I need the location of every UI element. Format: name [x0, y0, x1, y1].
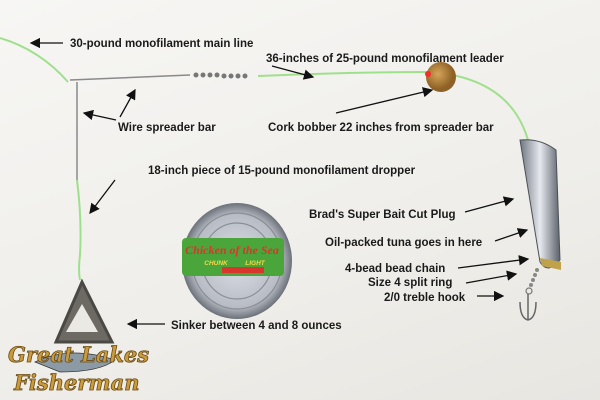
- treble-hook: [519, 294, 537, 321]
- bobber-peg: [425, 71, 431, 77]
- label-cork-bobber: Cork bobber 22 inches from spreader bar: [268, 122, 494, 134]
- arrow-cork: [335, 87, 434, 114]
- tuna-can: Chicken of the Sea CHUNK LIGHT: [182, 203, 292, 319]
- cut-plug-lure: [519, 139, 561, 270]
- arrow-tuna: [494, 228, 529, 242]
- logo-line-2: Fisherman: [13, 370, 140, 395]
- label-leader: 36-inches of 25-pound monofilament leade…: [266, 53, 504, 65]
- can-light: LIGHT: [245, 260, 266, 267]
- swivel-beads: [193, 72, 248, 79]
- label-dropper: 18-inch piece of 15-pound monofilament d…: [148, 165, 416, 177]
- sinker: [53, 278, 115, 344]
- label-split-ring: Size 4 split ring: [368, 277, 452, 289]
- arrow-plug: [464, 196, 515, 213]
- split-ring: [525, 287, 533, 295]
- label-sinker: Sinker between 4 and 8 ounces: [171, 320, 342, 332]
- label-treble-hook: 2/0 treble hook: [384, 292, 466, 304]
- great-lakes-fisherman-logo: Great Lakes Fisherman: [8, 342, 150, 396]
- dropper-line: [76, 179, 82, 281]
- logo-line-1: Great Lakes: [8, 342, 149, 367]
- label-main-line: 30-pound monofilament main line: [70, 38, 253, 50]
- cork-bobber: [426, 62, 456, 92]
- arrow-spreader-arm: [82, 109, 117, 121]
- arrow-spreader-bar: [119, 88, 136, 118]
- label-tuna: Oil-packed tuna goes in here: [325, 237, 482, 249]
- arrow-chain: [457, 255, 530, 269]
- arrow-split-ring: [465, 270, 518, 284]
- main-line: [0, 37, 69, 83]
- arrow-leader: [271, 65, 315, 80]
- label-plug: Brad's Super Bait Cut Plug: [309, 209, 456, 221]
- spreader-bar: [69, 74, 191, 81]
- can-brand: Chicken of the Sea: [185, 243, 279, 257]
- can-chunk: CHUNK: [204, 260, 229, 267]
- label-spreader-bar: Wire spreader bar: [118, 122, 216, 134]
- label-bead-chain: 4-bead bead chain: [345, 263, 445, 275]
- arrow-dropper: [89, 179, 116, 215]
- fish-icon: [34, 352, 116, 373]
- bead-chain: [529, 268, 539, 287]
